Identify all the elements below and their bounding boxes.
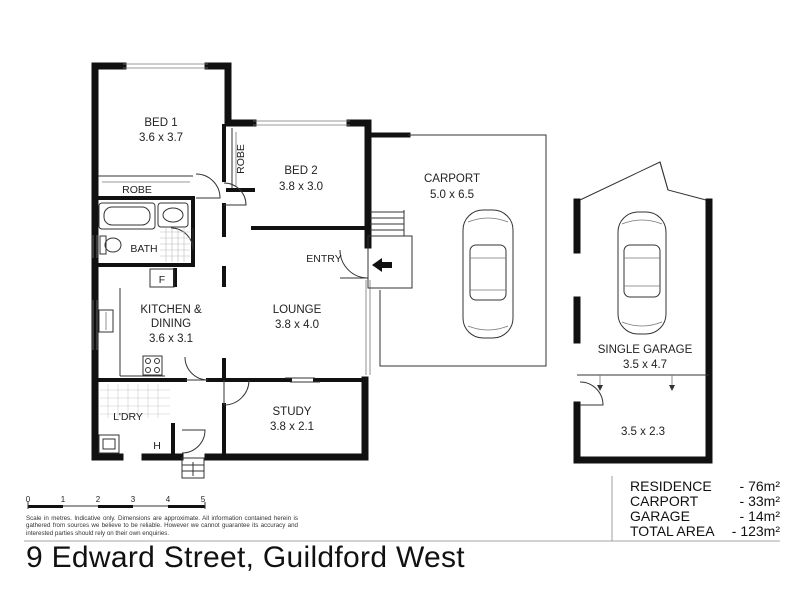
bath-label: BATH [130, 243, 157, 255]
area-row-total: TOTAL AREA - 123m² [630, 524, 780, 539]
kitchen-fixtures [98, 268, 175, 377]
kitchen-label-line1: KITCHEN & [140, 304, 202, 316]
house-walls [91, 62, 372, 461]
area-row-carport: CARPORT - 33m² [630, 494, 780, 509]
scale-tick-0: 0 [26, 495, 31, 504]
scale-bar: 0 1 2 3 4 5 [26, 495, 206, 509]
robe2-label: ROBE [235, 144, 247, 174]
lounge-window [365, 280, 371, 375]
interior-walls [96, 124, 370, 459]
entry-steps [367, 210, 413, 289]
lounge-size: 3.8 x 4.0 [275, 319, 319, 331]
bed1-window [123, 63, 208, 69]
bed2-label: BED 2 [284, 165, 317, 177]
bath-tiles [160, 228, 190, 262]
area-row-residence: RESIDENCE - 76m² [630, 479, 780, 494]
study-size: 3.8 x 2.1 [270, 421, 314, 433]
scale-tick-3: 3 [131, 495, 136, 504]
kitchen-window [92, 300, 98, 350]
bed1-label: BED 1 [144, 117, 177, 129]
area-row-garage: GARAGE - 14m² [630, 509, 780, 524]
kitchen-label-line2: DINING [151, 318, 191, 330]
garage-car [617, 211, 667, 335]
bath-window [92, 235, 98, 258]
lounge-label: LOUNGE [273, 304, 322, 316]
area-value: - 76m² [739, 478, 780, 494]
carport-label: CARPORT [424, 173, 480, 185]
scale-tick-2: 2 [96, 495, 101, 504]
area-value: - 14m² [739, 508, 780, 524]
bed1-size: 3.6 x 3.7 [139, 132, 183, 144]
garage-label: SINGLE GARAGE [598, 344, 693, 356]
study-label: STUDY [273, 406, 312, 418]
bed2-window [253, 120, 350, 126]
robe1-label: ROBE [122, 184, 152, 196]
garage-rear-size: 3.5 x 2.3 [621, 426, 665, 438]
carport [367, 132, 547, 367]
scale-tick-5: 5 [201, 495, 206, 504]
area-label: CARPORT [630, 493, 699, 509]
entry-label: ENTRY [306, 253, 341, 265]
carport-size: 5.0 x 6.5 [430, 189, 474, 201]
hotwater-label: H [153, 440, 161, 452]
garage-size: 3.5 x 4.7 [623, 359, 667, 371]
carport-car [462, 209, 514, 339]
area-value: - 123m² [731, 523, 780, 539]
laundry-fixtures [98, 384, 170, 454]
scale-disclaimer: Scale in metres. Indicative only. Dimens… [26, 515, 298, 537]
property-address: 9 Edward Street, Guildford West [26, 541, 465, 574]
scale-tick-1: 1 [61, 495, 66, 504]
bed2-size: 3.8 x 3.0 [279, 181, 323, 193]
robe-rails [102, 132, 237, 186]
fridge-label: F [159, 274, 165, 286]
scale-tick-4: 4 [166, 495, 171, 504]
area-summary: RESIDENCE - 76m² CARPORT - 33m² GARAGE -… [630, 479, 780, 539]
back-steps [181, 457, 205, 479]
bath-fixtures [98, 202, 189, 255]
area-label: TOTAL AREA [630, 523, 715, 539]
laundry-label: L'DRY [113, 411, 143, 423]
doors [170, 173, 369, 454]
area-label: GARAGE [630, 508, 690, 524]
area-label: RESIDENCE [630, 478, 712, 494]
garage [573, 161, 713, 464]
area-value: - 33m² [739, 493, 780, 509]
kitchen-size: 3.6 x 3.1 [149, 333, 193, 345]
